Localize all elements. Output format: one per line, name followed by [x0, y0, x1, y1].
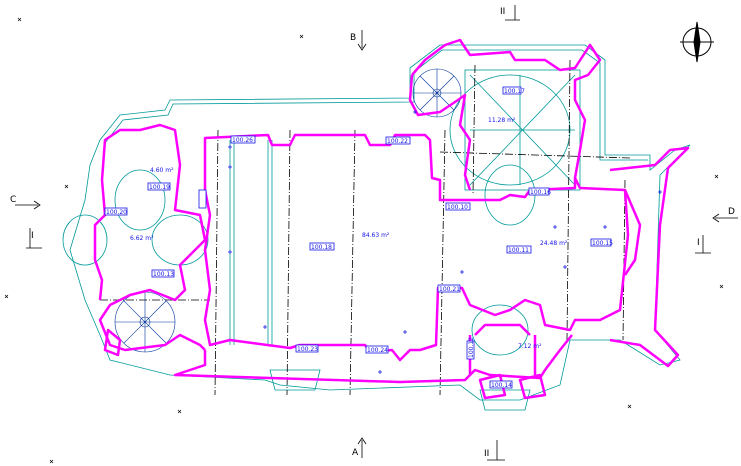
survey-marks [4, 17, 724, 464]
section-label-d: D [728, 207, 735, 217]
walls [93, 38, 690, 400]
room-code: 100.15 [592, 240, 613, 247]
room-labels [104, 86, 612, 389]
room-code: 100.12 [468, 337, 475, 358]
room-code: 100.19 [149, 184, 170, 191]
area-label: 24.48 m² [540, 240, 568, 247]
room-code: 100.11 [508, 247, 529, 254]
section-markers [15, 5, 738, 461]
area-label: 84.63 m² [362, 232, 390, 239]
room-code: 100.26 [232, 137, 253, 144]
section-label-a: A [352, 448, 359, 458]
room-code: 100.18 [311, 244, 332, 251]
section-label-c: C [10, 195, 16, 205]
area-label: 4.60 m² [150, 167, 174, 174]
room-code: 100.16 [530, 189, 551, 196]
section-label-b: B [350, 33, 356, 43]
room-code: 100.20 [106, 209, 127, 216]
section-label-ii-top: II [500, 7, 505, 17]
area-label: 11.28 m² [488, 117, 516, 124]
section-label-i-right: I [697, 238, 700, 248]
area-label: 7.12 m² [518, 343, 542, 350]
room-code: 100.14 [491, 382, 512, 389]
room-code: 100.24 [367, 347, 388, 354]
section-label-i-left: I [31, 231, 34, 241]
room-code: 100.13 [153, 271, 174, 278]
room-code: 100.21 [439, 286, 460, 293]
room-code: 100.17 [504, 88, 525, 95]
area-labels: 84.63 m² 24.48 m² 11.28 m² 4.60 m² 6.62 … [130, 117, 568, 350]
section-label-ii-bottom: II [484, 449, 489, 459]
site-outline [62, 44, 691, 411]
area-label: 6.62 m² [130, 235, 154, 242]
level-marks [228, 110, 662, 374]
axis-lines [100, 59, 631, 396]
room-codes-text: 100.26 100.22 100.18 100.10 100.11 100.1… [106, 88, 613, 389]
room-code: 100.22 [387, 138, 408, 145]
room-code: 100.23 [297, 346, 318, 353]
room-code: 100.10 [447, 204, 468, 211]
north-arrow-icon [680, 21, 714, 63]
spiral-stair-north [412, 68, 462, 118]
